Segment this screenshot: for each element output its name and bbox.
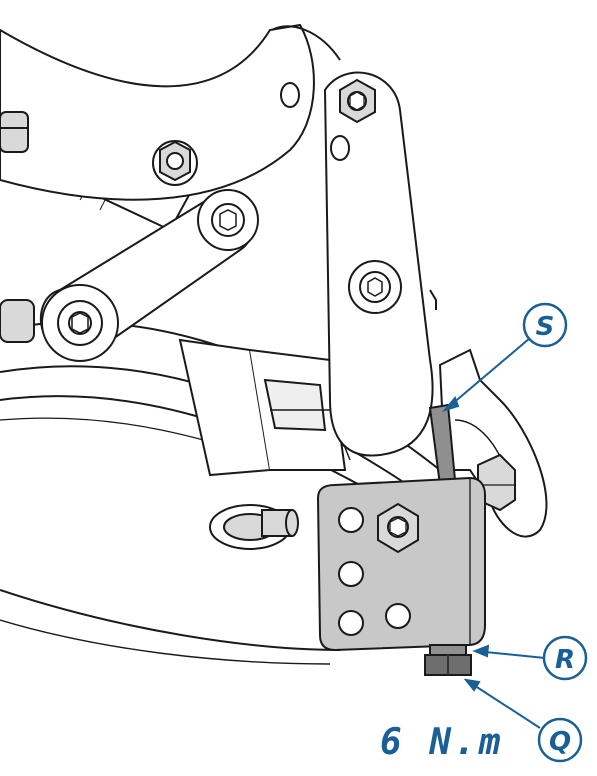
- callout-q: Q: [537, 717, 583, 763]
- callout-leader-s: [442, 337, 531, 412]
- socket-bolt-middle: [348, 260, 402, 314]
- bolt-edge-left: [0, 111, 29, 153]
- callout-s-label: S: [536, 312, 555, 342]
- central-column: [178, 338, 351, 477]
- bottom-nut: [424, 644, 472, 676]
- bolt-edge-left-lower: [0, 299, 35, 343]
- hex-bolt-top: [339, 78, 376, 124]
- callout-leader-q: [463, 678, 541, 729]
- lower-link-arm: [39, 189, 259, 362]
- mounting-plate: [316, 476, 486, 652]
- callout-r: R: [542, 635, 588, 681]
- callout-leader-r: [472, 644, 546, 659]
- hex-bolt-plate: [377, 502, 419, 554]
- callout-r-label: R: [555, 645, 575, 675]
- callout-s: S: [522, 302, 568, 348]
- torque-spec: 6 N.m: [380, 722, 503, 763]
- cylinder-bolt-lower-left: [209, 504, 299, 550]
- hex-bolt-upper-left: [152, 140, 198, 186]
- upper-curved-arm: [0, 23, 341, 201]
- callout-q-label: Q: [549, 727, 571, 757]
